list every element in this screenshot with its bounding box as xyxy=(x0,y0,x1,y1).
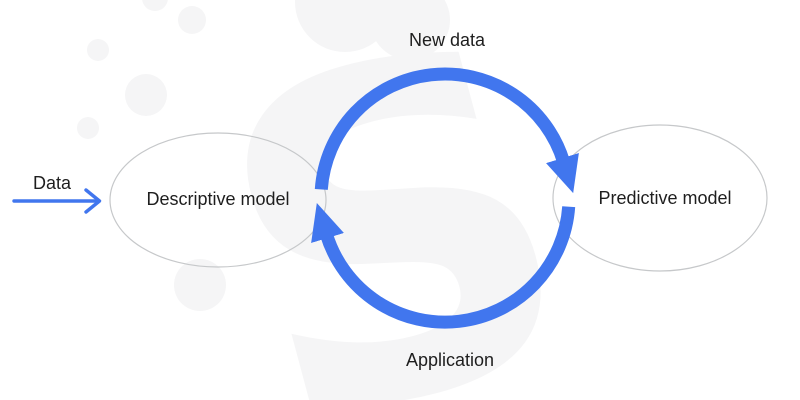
watermark-dot xyxy=(174,259,226,311)
data-label: Data xyxy=(33,173,72,193)
watermark-dot xyxy=(125,74,167,116)
watermark-dot xyxy=(77,117,99,139)
descriptive-model-node xyxy=(109,132,327,268)
descriptive-model-label: Descriptive model xyxy=(146,189,289,209)
cycle-arrows xyxy=(311,67,579,329)
application-label: Application xyxy=(406,350,494,370)
new-data-label: New data xyxy=(409,30,486,50)
cycle-arrow-bottom xyxy=(311,202,576,329)
watermark-dot xyxy=(178,6,206,34)
predictive-model-label: Predictive model xyxy=(598,188,731,208)
predictive-model-node xyxy=(552,124,768,272)
data-input-arrow xyxy=(12,188,102,214)
watermark-dot xyxy=(295,0,395,52)
watermark-dot xyxy=(142,0,168,11)
cycle-arrow-top xyxy=(314,67,579,194)
watermark-dot xyxy=(87,39,109,61)
data-input-arrow-head-icon xyxy=(84,188,102,214)
watermark-dot xyxy=(370,0,450,60)
